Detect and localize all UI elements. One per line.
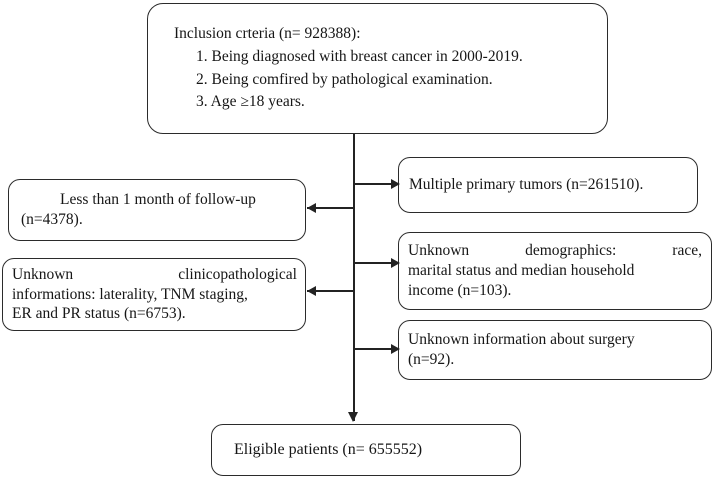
- arrowhead-left-icon: [307, 286, 316, 296]
- branch-line-to-unknown-surgery: [354, 348, 398, 350]
- branch-line-to-multiple-primary-tumors: [354, 183, 398, 185]
- demographics-exclusion-line-3: income (n=103).: [408, 281, 512, 299]
- inclusion-criteria-heading: Inclusion crteria (n= 928388):: [174, 25, 361, 43]
- inclusion-criteria-box: Inclusion crteria (n= 928388): 1. Being …: [147, 3, 608, 134]
- demographics-exclusion-line-1: Unknown demographics: race,: [408, 242, 702, 260]
- unknown-demographics-box: Unknown demographics: race, marital stat…: [398, 232, 712, 310]
- followup-exclusion-count: (n=4378).: [21, 211, 83, 228]
- arrowhead-down-icon: [348, 412, 358, 422]
- eligible-patients-text: Eligible patients (n= 655552): [234, 440, 423, 458]
- demographics-exclusion-line-2: marital status and median household: [408, 262, 635, 280]
- inclusion-criteria-item-2: 2. Being comfired by pathological examin…: [196, 70, 493, 88]
- arrowhead-right-icon: [391, 179, 400, 189]
- arrowhead-left-icon: [307, 203, 316, 213]
- followup-exclusion-text: Less than 1 month of follow-up: [60, 190, 256, 208]
- inclusion-criteria-item-3: 3. Age ≥18 years.: [196, 93, 305, 111]
- unknown-clinicopathological-box: Unknown clinicopathological informations…: [2, 258, 306, 331]
- surgery-exclusion-line-1: Unknown information about surgery: [408, 330, 635, 348]
- clinicopath-exclusion-line-2: informations: laterality, TNM staging,: [12, 285, 248, 303]
- arrowhead-right-icon: [391, 344, 400, 354]
- unknown-surgery-information-box: Unknown information about surgery (n=92)…: [398, 320, 712, 380]
- arrowhead-right-icon: [391, 258, 400, 268]
- clinicopath-exclusion-line-3: ER and PR status (n=6753).: [12, 305, 186, 323]
- less-than-1-month-followup-box: Less than 1 month of follow-up (n=4378).: [8, 179, 306, 241]
- inclusion-criteria-item-1: 1. Being diagnosed with breast cancer in…: [196, 47, 523, 65]
- multiple-primary-tumors-box: Multiple primary tumors (n=261510).: [398, 157, 698, 213]
- branch-line-to-less-than-1-month-followup: [307, 207, 354, 209]
- multiple-tumors-exclusion-text: Multiple primary tumors (n=261510).: [409, 175, 644, 193]
- surgery-exclusion-line-2: (n=92).: [408, 351, 455, 368]
- branch-line-to-unknown-demographics: [354, 262, 398, 264]
- eligible-patients-box: Eligible patients (n= 655552): [211, 424, 521, 476]
- main-vertical-connector: [353, 133, 355, 421]
- clinicopath-exclusion-line-1: Unknown clinicopathological: [12, 265, 297, 283]
- branch-line-to-unknown-clinicopathological: [307, 290, 354, 292]
